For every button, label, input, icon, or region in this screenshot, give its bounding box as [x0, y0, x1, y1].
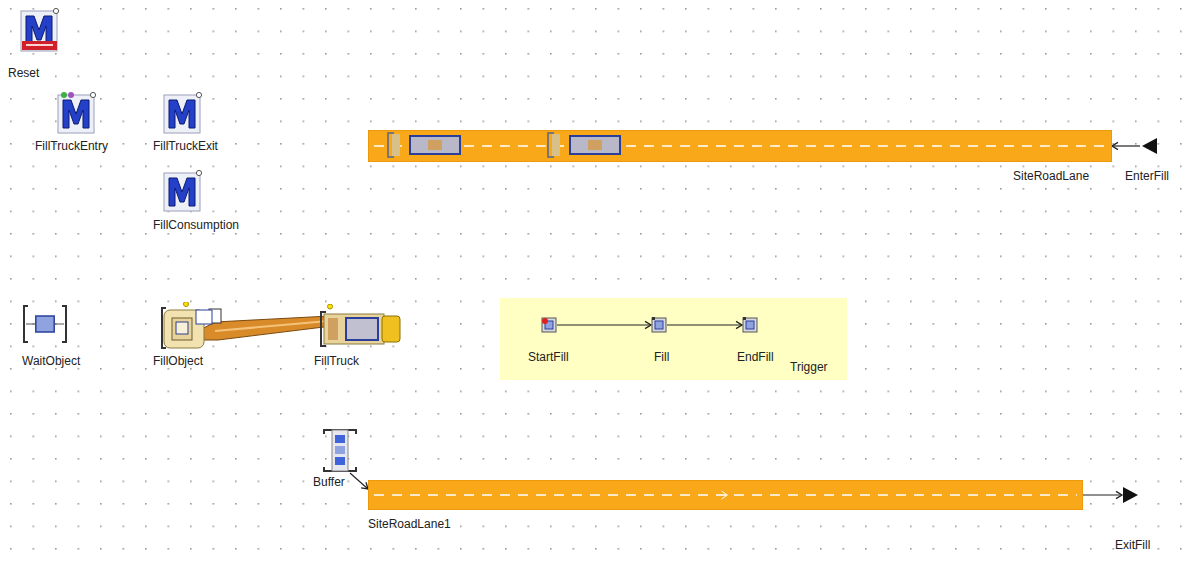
connector [557, 324, 651, 325]
trigger-step: EndFill [742, 317, 758, 333]
arrow-head [645, 321, 651, 328]
object-label: FillConsumption [153, 218, 239, 232]
arrow-head [736, 321, 742, 328]
trigger-step: Fill [651, 317, 667, 333]
trigger-step-icon [742, 317, 758, 333]
arrow-head [361, 482, 368, 489]
method-icon [20, 8, 60, 52]
method-icon [163, 170, 203, 214]
buffer-object: Buffer [320, 428, 360, 473]
wait-object: WaitObject [22, 304, 68, 344]
method-icon [163, 92, 203, 136]
connector [1083, 494, 1122, 495]
object-icon [22, 304, 68, 344]
lane-band [368, 130, 1112, 162]
object-label: EnterFill [1125, 169, 1169, 183]
lane-band [368, 480, 1083, 510]
method-object: FillConsumption [163, 170, 203, 214]
trigger-step: StartFill [541, 317, 557, 333]
connector [350, 473, 368, 489]
source-drain-icon [1122, 486, 1140, 504]
trigger-step-icon [651, 317, 667, 333]
reset-method: Reset [20, 8, 60, 52]
object-label: FillObject [153, 354, 203, 368]
object-label: FillTruckExit [153, 139, 218, 153]
trigger-band: TriggerStartFillFillEndFill [500, 298, 847, 380]
object-label: ExitFill [1115, 538, 1150, 552]
road-lane: SiteRoadLane [368, 130, 1112, 162]
drain-object: ExitFill [1122, 486, 1140, 504]
truck-icon [320, 304, 402, 350]
object-label: SiteRoadLane1 [368, 517, 451, 531]
excavator-arm [200, 309, 332, 340]
object-label: Buffer [313, 475, 345, 489]
object-label: Reset [8, 66, 39, 80]
buffer-icon [320, 428, 360, 473]
excavator-icon [160, 302, 220, 352]
method-object: FillTruckExit [163, 92, 203, 136]
object-label: Trigger [790, 360, 828, 374]
object-label: FillTruckEntry [35, 139, 108, 153]
truck-object: FillTruck [320, 304, 402, 350]
method-icon [57, 92, 97, 136]
trigger-band-fill [500, 298, 847, 380]
source-drain-icon [1140, 137, 1158, 155]
connector [667, 324, 742, 325]
object-label: FillTruck [314, 354, 359, 368]
fill-object: FillObject [160, 302, 220, 352]
object-label: Fill [654, 350, 669, 364]
road-lane: SiteRoadLane1 [368, 480, 1083, 510]
method-object: FillTruckEntry [57, 92, 97, 136]
object-label: SiteRoadLane [1013, 169, 1089, 183]
source-object: EnterFill [1140, 137, 1158, 155]
trigger-step-icon [541, 317, 557, 333]
object-label: WaitObject [22, 354, 80, 368]
arrow-head [1112, 142, 1118, 149]
object-label: EndFill [737, 350, 774, 364]
object-label: StartFill [528, 350, 569, 364]
arrow-head [1116, 491, 1122, 498]
connector [1112, 145, 1140, 146]
